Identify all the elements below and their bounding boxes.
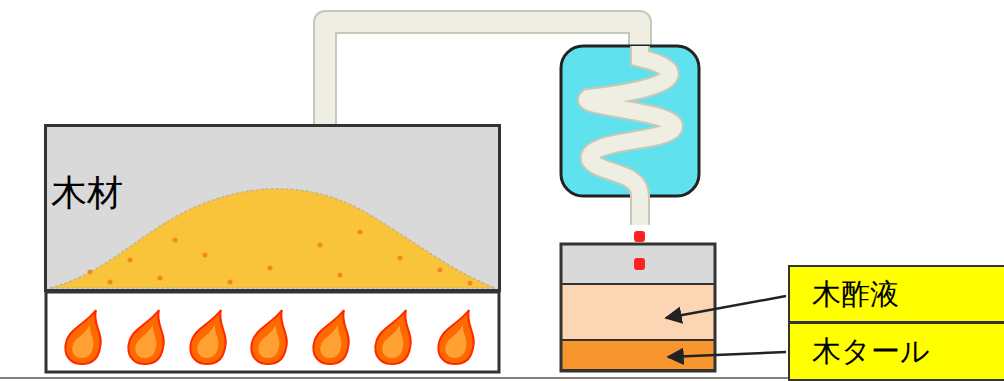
ground-line xyxy=(0,377,790,379)
leader-arrow xyxy=(668,352,786,357)
flame xyxy=(313,310,349,364)
wood-chip xyxy=(468,281,473,286)
flame xyxy=(65,310,101,364)
wood-chip xyxy=(228,280,233,285)
wood-chip xyxy=(128,258,133,263)
material-label: 木材 xyxy=(51,171,123,214)
drop xyxy=(634,258,645,270)
drop xyxy=(634,231,645,242)
coil xyxy=(587,46,674,225)
wood-chip xyxy=(398,256,403,261)
product-label-box: 木酢液 xyxy=(788,265,1004,323)
vessel-air xyxy=(561,244,715,284)
leader-arrow xyxy=(666,296,786,318)
coil-outline xyxy=(587,46,674,225)
wood-chip xyxy=(438,268,443,273)
flames xyxy=(65,310,474,364)
wood-chip xyxy=(173,238,178,243)
flame xyxy=(128,310,164,364)
wood-chip xyxy=(203,253,208,258)
wood-chip xyxy=(268,266,273,271)
flame xyxy=(375,310,411,364)
flame xyxy=(251,310,287,364)
wood-chip xyxy=(158,276,163,281)
kiln-chamber xyxy=(46,126,499,290)
wood-chip xyxy=(318,243,323,248)
flame xyxy=(190,310,226,364)
product-label: 木タール xyxy=(812,334,930,369)
kiln-box: 木材 xyxy=(44,124,501,292)
wood-chip xyxy=(338,273,343,278)
wood-chip xyxy=(358,230,363,235)
wood-chip xyxy=(108,280,113,285)
wood-chips xyxy=(88,230,473,286)
product-label: 木酢液 xyxy=(812,277,899,312)
drop xyxy=(634,258,645,270)
wood-chip xyxy=(88,270,93,275)
product-label-box: 木タール xyxy=(788,322,1004,381)
fire-box xyxy=(46,292,499,372)
vessel xyxy=(561,244,715,371)
flame xyxy=(438,310,474,364)
